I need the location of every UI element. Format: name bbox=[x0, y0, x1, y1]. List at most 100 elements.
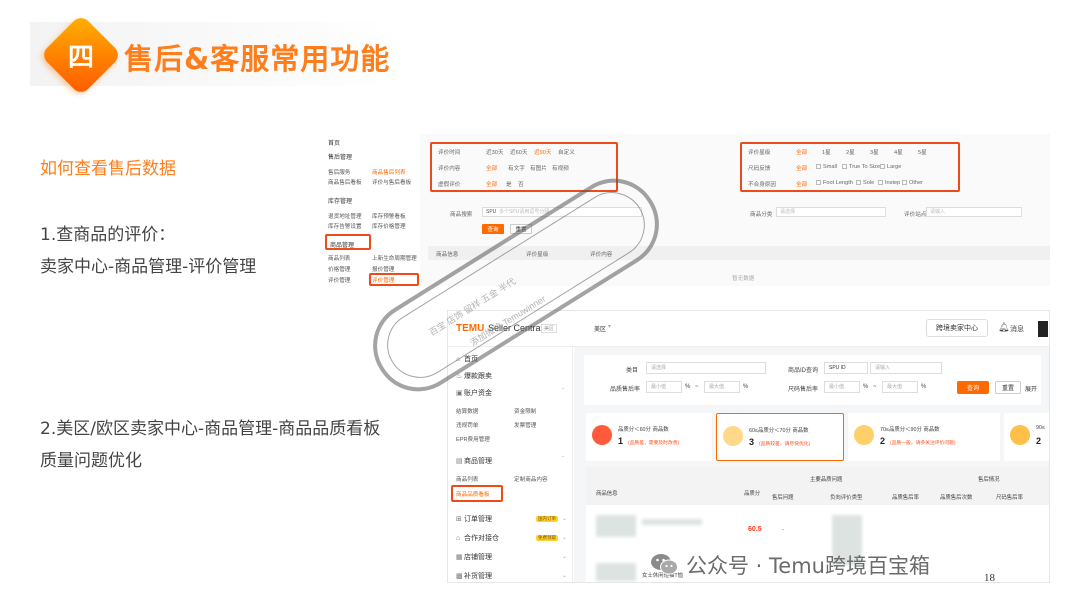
s2-goods-id-type[interactable]: SPU ID bbox=[824, 362, 868, 374]
s1-opt[interactable]: 全部 bbox=[486, 166, 498, 172]
cross-border-center-button[interactable]: 跨境卖家中心 bbox=[926, 319, 988, 337]
th-after-sale: 售后情况 bbox=[978, 477, 1000, 483]
s2-subnav[interactable]: 发票管理 bbox=[514, 423, 537, 429]
temu-logo[interactable]: TEMU bbox=[456, 323, 485, 334]
s1-nav-item[interactable]: 售后服务 bbox=[328, 170, 351, 176]
s1-opt-size[interactable]: True To Size bbox=[842, 164, 880, 170]
s1-opt[interactable]: 5星 bbox=[918, 150, 927, 156]
s1-search-input[interactable]: SPU 多个SPU请用逗号分隔 bbox=[482, 207, 642, 217]
s1-opt[interactable]: 有图片 bbox=[530, 166, 547, 172]
s1-opt-size[interactable]: Large bbox=[880, 164, 901, 170]
s1-opt-fit[interactable]: Instep bbox=[878, 180, 900, 186]
s1-opt[interactable]: 3星 bbox=[870, 150, 879, 156]
s2-qr-max[interactable]: 最大值 bbox=[704, 381, 740, 393]
s2-nav-orders[interactable]: ⊞订单管理 bbox=[456, 516, 492, 523]
step2-desc: 质量问题优化 bbox=[40, 451, 142, 471]
s1-opt[interactable]: 全部 bbox=[796, 150, 808, 156]
s2-nav-coop[interactable]: ⌂合作对接仓 bbox=[456, 535, 499, 542]
s1-opt[interactable]: 自定义 bbox=[558, 150, 575, 156]
s1-opt[interactable]: 全部 bbox=[796, 166, 808, 172]
s1-opt-fit[interactable]: Foot Length bbox=[816, 180, 853, 186]
s1-site-input[interactable]: 请输入 bbox=[926, 207, 1022, 217]
s2-pct: % bbox=[685, 384, 691, 390]
s2-nav-hot[interactable]: ♨爆款跟卖 bbox=[456, 373, 492, 380]
s1-nav-review-management[interactable]: 评价管理 bbox=[372, 278, 395, 284]
s2-nav-account[interactable]: ▣账户资金 bbox=[456, 390, 492, 397]
coop-badge: 免费领取 bbox=[536, 535, 558, 541]
chevron-down-icon[interactable]: ⌄ bbox=[562, 535, 568, 541]
s1-nav-item[interactable]: 评价与售后看板 bbox=[372, 180, 412, 186]
s2-subnav[interactable]: 定制商品内容 bbox=[514, 477, 548, 483]
chevron-down-icon[interactable]: ⌄ bbox=[562, 573, 568, 579]
quality-card[interactable]: 品质分＜60分 商品数 1 (品质差，需要及时改善) bbox=[586, 413, 712, 461]
s1-opt-size[interactable]: Small bbox=[816, 164, 837, 170]
s1-category-select[interactable]: 请选择 bbox=[776, 207, 886, 217]
s1-nav-item[interactable]: 库存价格管理 bbox=[372, 224, 406, 230]
s2-goods-id-input[interactable]: 请输入 bbox=[870, 362, 942, 374]
s1-nav-item[interactable]: 商品列表 bbox=[328, 256, 351, 262]
messages-link[interactable]: 消息 bbox=[1010, 326, 1024, 333]
s2-subnav[interactable]: 违规罚单 bbox=[456, 423, 479, 429]
s2-query-button[interactable]: 查询 bbox=[957, 381, 989, 394]
s1-nav-item[interactable]: 报价管理 bbox=[372, 267, 395, 273]
s1-opt[interactable]: 4星 bbox=[894, 150, 903, 156]
chevron-up-icon[interactable]: ˆ bbox=[562, 457, 564, 463]
s1-nav-item[interactable]: 评价管理 bbox=[328, 278, 351, 284]
s1-opt-fit[interactable]: Sole bbox=[856, 180, 874, 186]
s1-reset-button[interactable]: 重置 bbox=[510, 224, 532, 234]
s1-nav-goods[interactable]: 商品管理 bbox=[330, 243, 355, 249]
s2-expand-toggle[interactable]: 展开 bbox=[1025, 387, 1038, 393]
s1-query-button[interactable]: 查询 bbox=[482, 224, 504, 234]
s2-nav-goods[interactable]: ▤商品管理 bbox=[456, 458, 492, 465]
s1-nav-item[interactable]: 退货地址管理 bbox=[328, 214, 362, 220]
s2-nav-home[interactable]: ⌂首页 bbox=[456, 356, 478, 363]
s1-opt[interactable]: 1星 bbox=[822, 150, 831, 156]
s1-nav-item[interactable]: 库存告警设置 bbox=[328, 224, 362, 230]
s1-opt[interactable]: 近30天 bbox=[486, 150, 504, 156]
s1-opt-fit[interactable]: Other bbox=[902, 180, 923, 186]
quality-card[interactable]: 70≤品质分＜90分 商品数 2 (品质一般，请多关注评价问题) bbox=[848, 413, 1000, 461]
s2-reset-button[interactable]: 重置 bbox=[995, 381, 1021, 394]
s1-opt[interactable]: 2星 bbox=[846, 150, 855, 156]
chevron-down-icon[interactable]: ⌄ bbox=[562, 516, 568, 522]
s1-filter-fit: 不合身原因 bbox=[748, 182, 776, 188]
s2-sr-max[interactable]: 最大值 bbox=[882, 381, 918, 393]
s1-nav-home[interactable]: 首页 bbox=[328, 141, 341, 147]
quality-card[interactable]: 90≤ 2 bbox=[1004, 413, 1049, 461]
s1-opt[interactable]: 是 bbox=[506, 182, 512, 188]
s2-subnav[interactable]: EPR费用管理 bbox=[456, 437, 490, 443]
s2-nav-quality-board[interactable]: 商品品质看板 bbox=[456, 492, 490, 498]
s1-opt[interactable]: 近90天 bbox=[534, 150, 552, 156]
s2-qr-min[interactable]: 最小值 bbox=[646, 381, 682, 393]
s1-nav-item[interactable]: 上新生命周期管理 bbox=[372, 256, 417, 262]
s1-nav-stock[interactable]: 库存管理 bbox=[328, 199, 353, 205]
s2-subnav[interactable]: 资金限制 bbox=[514, 409, 537, 415]
s1-nav-aftersales[interactable]: 售后管理 bbox=[328, 155, 353, 161]
region-select[interactable]: 美区 bbox=[594, 327, 607, 333]
s1-nav-item[interactable]: 商品售后看板 bbox=[328, 180, 362, 186]
s1-category-label: 商品分类 bbox=[750, 212, 773, 218]
chevron-up-icon[interactable]: ˆ bbox=[562, 389, 564, 395]
s2-category-select[interactable]: 请选择 bbox=[646, 362, 766, 374]
s1-th: 评价星级 bbox=[526, 252, 549, 258]
avatar[interactable] bbox=[1038, 321, 1048, 337]
s2-nav-supply[interactable]: ▩补货管理 bbox=[456, 573, 492, 580]
s1-opt[interactable]: 有文字 bbox=[508, 166, 525, 172]
angry-face-icon bbox=[592, 425, 612, 445]
s1-opt[interactable]: 近60天 bbox=[510, 150, 528, 156]
card-count: 3 bbox=[749, 437, 755, 447]
s2-subnav[interactable]: 商品列表 bbox=[456, 477, 479, 483]
s2-subnav[interactable]: 结算数据 bbox=[456, 409, 479, 415]
s1-nav-item[interactable]: 商品售后列表 bbox=[372, 170, 406, 176]
s1-opt[interactable]: 有视频 bbox=[552, 166, 569, 172]
s2-nav-store[interactable]: ▦店铺管理 bbox=[456, 554, 492, 561]
s1-nav-item[interactable]: 价格管理 bbox=[328, 267, 351, 273]
s1-opt[interactable]: 否 bbox=[518, 182, 524, 188]
s1-nav-item[interactable]: 库存预警看板 bbox=[372, 214, 406, 220]
quality-card-selected[interactable]: 60≤品质分＜70分 商品数 3 (品质较差，请尽快优化) bbox=[716, 413, 844, 461]
chevron-down-icon[interactable]: ⌄ bbox=[562, 554, 568, 560]
bell-icon[interactable]: 🔔︎ bbox=[998, 322, 1010, 332]
s1-opt[interactable]: 全部 bbox=[796, 182, 808, 188]
s1-opt[interactable]: 全部 bbox=[486, 182, 498, 188]
s2-sr-min[interactable]: 最小值 bbox=[824, 381, 860, 393]
